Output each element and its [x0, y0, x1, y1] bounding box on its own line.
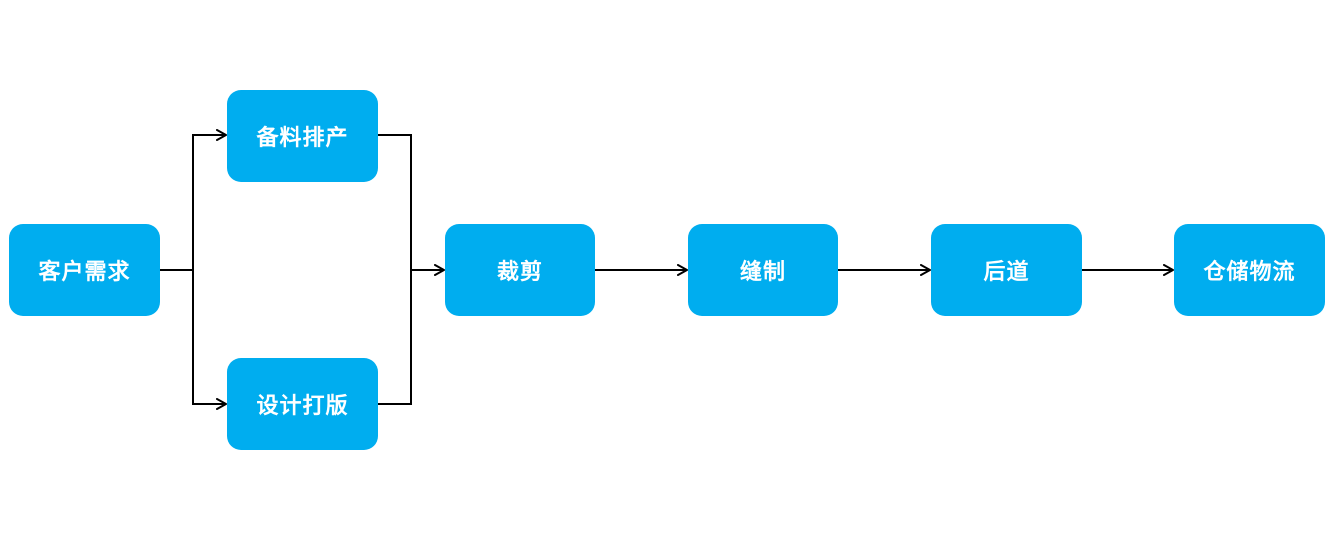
connector-split-to-material-scheduling [192, 129, 227, 270]
node-warehouse-logistics: 仓储物流 [1174, 224, 1325, 316]
node-sewing: 缝制 [688, 224, 838, 316]
node-cutting: 裁剪 [445, 224, 595, 316]
connector-design-pattern-to-merge [378, 270, 412, 405]
node-customer-demand: 客户需求 [9, 224, 160, 316]
node-finishing: 后道 [931, 224, 1082, 316]
node-design-pattern: 设计打版 [227, 358, 378, 450]
node-material-scheduling: 备料排产 [227, 90, 378, 182]
connector-split-to-design-pattern [192, 270, 227, 410]
connector-material-scheduling-to-merge [378, 134, 412, 270]
